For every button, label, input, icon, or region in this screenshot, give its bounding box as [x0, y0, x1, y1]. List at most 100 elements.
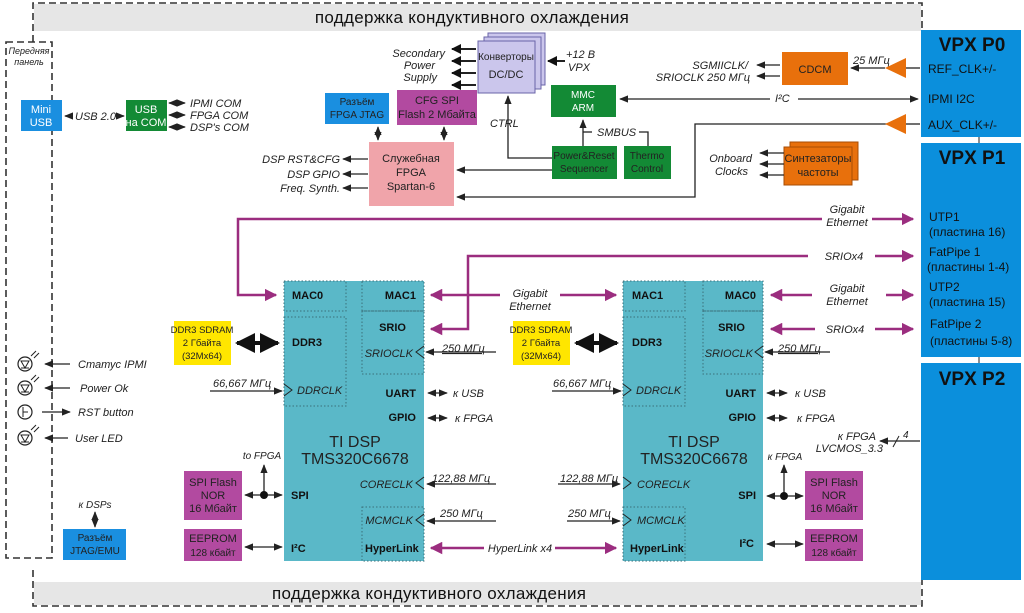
- dsp1-port-mac0: MAC0: [292, 290, 323, 302]
- mini-usb-label: Mini: [31, 104, 51, 116]
- vpx-p1-signal-desc: (пластина 15): [929, 295, 1005, 309]
- dsp1-ddrclk-freq: 66,667 МГц: [213, 378, 271, 390]
- dsp2-port-mac1: MAC1: [632, 290, 663, 302]
- vpx-p1-signal-desc: (пластины 5-8): [930, 334, 1012, 348]
- fpga-output-label: DSP RST&CFG: [262, 154, 340, 166]
- indicator-label: RST button: [78, 407, 134, 419]
- dsp2-model: TMS320C6678: [640, 451, 748, 468]
- dsp1-port-uart: UART: [385, 388, 416, 400]
- cdcm-output-label-2: SRIOCLK 250 МГц: [656, 72, 750, 84]
- vpx-p2-connector: VPX P2: [921, 363, 1021, 580]
- mmc-label-2: ARM: [572, 103, 594, 114]
- dsp1-port-srioclk: SRIOCLK: [365, 348, 414, 360]
- spi-flash-label: SPI Flash: [189, 477, 237, 489]
- indicator-label: Статус IPMI: [78, 359, 147, 371]
- synth-label: Синтезаторы: [785, 153, 852, 165]
- spi-flash-label-2: NOR: [822, 490, 847, 502]
- dsp2-spi-to-fpga: к FPGA: [768, 452, 803, 463]
- cfg-spi-flash: CFG SPI Flash 2 Мбайта: [397, 90, 477, 125]
- cdcm-clock: CDCM: [782, 52, 848, 85]
- synth-label-2: частоты: [797, 167, 838, 179]
- dsp2-spi-flash: SPI Flash NOR 16 Мбайт: [805, 471, 863, 520]
- dsp1-gpio-target: к FPGA: [455, 413, 493, 425]
- dsp2-port-srio: SRIO: [718, 322, 745, 334]
- reset-button: RST button: [17, 404, 134, 420]
- front-panel-label-2: панель: [14, 57, 44, 67]
- dsp2-ddrclk-freq: 66,667 МГц: [553, 378, 611, 390]
- front-panel-label: Передняя: [9, 46, 50, 56]
- cfg-spi-label: CFG SPI: [415, 95, 459, 107]
- power-reset-label-2: Sequencer: [560, 164, 609, 175]
- p2-gpio-label: к FPGA: [838, 431, 876, 443]
- usb-to-com-converter: USB на COM: [126, 100, 167, 131]
- power-reset-sequencer: Power&Reset Sequencer: [552, 146, 617, 179]
- vpx-p1-connector: VPX P1 UTP1 (пластина 16) FatPipe 1 (пла…: [921, 143, 1021, 357]
- service-fpga: Служебная FPGA Spartan-6: [369, 142, 454, 206]
- link-label: SRIOx4: [826, 324, 865, 336]
- eeprom-label: EEPROM: [189, 533, 237, 545]
- dsp-1: MAC0 MAC1 SRIO SRIOCLK DDR3 DDRCLK UART …: [283, 280, 425, 562]
- dsp1-port-coreclk: CORECLK: [360, 479, 414, 491]
- dsp2-port-hyperlink: HyperLink: [630, 543, 685, 555]
- vpx-p1-signal: FatPipe 1: [929, 245, 981, 259]
- mini-usb-connector: Mini USB: [21, 100, 62, 131]
- vpx-p0-connector: VPX P0 REF_CLK+/- IPMI I2C AUX_CLK+/-: [921, 30, 1021, 137]
- dcdc-converters: Конверторы DC/DC: [477, 32, 546, 94]
- ddr-label: DDR3 SDRAM: [510, 325, 573, 336]
- spi-flash-label-2: NOR: [201, 490, 226, 502]
- ddr-label-2: 2 Гбайта: [183, 338, 222, 349]
- link-label: Ethernet: [826, 217, 869, 229]
- clock-buffer-icon: [885, 58, 906, 78]
- dsp1-spi-to-fpga: to FPGA: [243, 451, 282, 462]
- eeprom-label: EEPROM: [810, 533, 858, 545]
- vpx-p1-title: VPX P1: [939, 148, 1006, 169]
- com-port-label: IPMI COM: [190, 98, 242, 110]
- fpga-label: Служебная: [382, 153, 440, 165]
- cdcm-label: CDCM: [799, 64, 832, 76]
- indicator-label: Power Ok: [80, 383, 129, 395]
- hyperlink-label: HyperLink x4: [488, 543, 552, 555]
- dcdc-label-2: DC/DC: [489, 69, 524, 81]
- onboard-clocks-label-2: Clocks: [715, 166, 749, 178]
- dsp2-ddr3-memory: DDR3 SDRAM 2 Гбайта (32Mx64): [510, 321, 573, 365]
- dsp1-model: TMS320C6678: [301, 451, 409, 468]
- dsp1-title: TI DSP: [329, 434, 381, 451]
- dsp2-title: TI DSP: [668, 434, 720, 451]
- spi-flash-label: SPI Flash: [810, 477, 858, 489]
- dsp1-coreclk-freq: 122,88 МГц: [432, 473, 490, 485]
- dsp1-uart-target: к USB: [453, 388, 484, 400]
- conduction-cooling-frame: поддержка кондуктивного охлаждения подде…: [32, 2, 923, 607]
- dsp1-port-ddrclk: DDRCLK: [297, 385, 343, 397]
- usb-com-label-2: на COM: [126, 117, 167, 129]
- dsp1-port-srio: SRIO: [379, 322, 406, 334]
- link-label: Ethernet: [826, 296, 869, 308]
- indicator-power-ok: Power Ok: [17, 374, 129, 396]
- dsp1-port-spi: SPI: [291, 490, 309, 502]
- ddr-label-2: 2 Гбайта: [522, 338, 561, 349]
- ddr-label: DDR3 SDRAM: [171, 325, 234, 336]
- power-input-label-2: VPX: [568, 62, 591, 74]
- usb-com-label: USB: [135, 104, 158, 116]
- dsp2-port-i2c: I²C: [739, 538, 754, 550]
- vpx-p1-signal-desc: (пластины 1-4): [927, 260, 1009, 274]
- spi-flash-label-3: 16 Мбайт: [810, 503, 858, 515]
- secondary-power-label-2: Power: [404, 60, 437, 72]
- link-label: SRIOx4: [825, 251, 864, 263]
- mmc-arm: MMC ARM: [551, 85, 616, 117]
- indicator-label: User LED: [75, 433, 123, 445]
- secondary-power-label: Secondary: [392, 48, 446, 60]
- fpga-jtag-label: Разъём: [340, 97, 375, 108]
- cfg-spi-label-2: Flash 2 Мбайта: [398, 109, 477, 121]
- fpga-jtag-connector: Разъём FPGA JTAG: [325, 93, 389, 124]
- vpx-p0-signal: REF_CLK+/-: [928, 62, 996, 76]
- jtag-emu-label: Разъём: [78, 533, 113, 544]
- bus-width-label: 4: [903, 430, 909, 441]
- fpga-output-label: DSP GPIO: [287, 169, 340, 181]
- dsp2-port-gpio: GPIO: [728, 412, 756, 424]
- dsp2-coreclk-freq: 122,88 МГц: [560, 473, 618, 485]
- ddr-label-3: (32Mx64): [182, 351, 222, 362]
- dsp2-port-srioclk: SRIOCLK: [705, 348, 754, 360]
- spi-flash-label-3: 16 Мбайт: [189, 503, 237, 515]
- dsp2-port-ddr3: DDR3: [632, 337, 662, 349]
